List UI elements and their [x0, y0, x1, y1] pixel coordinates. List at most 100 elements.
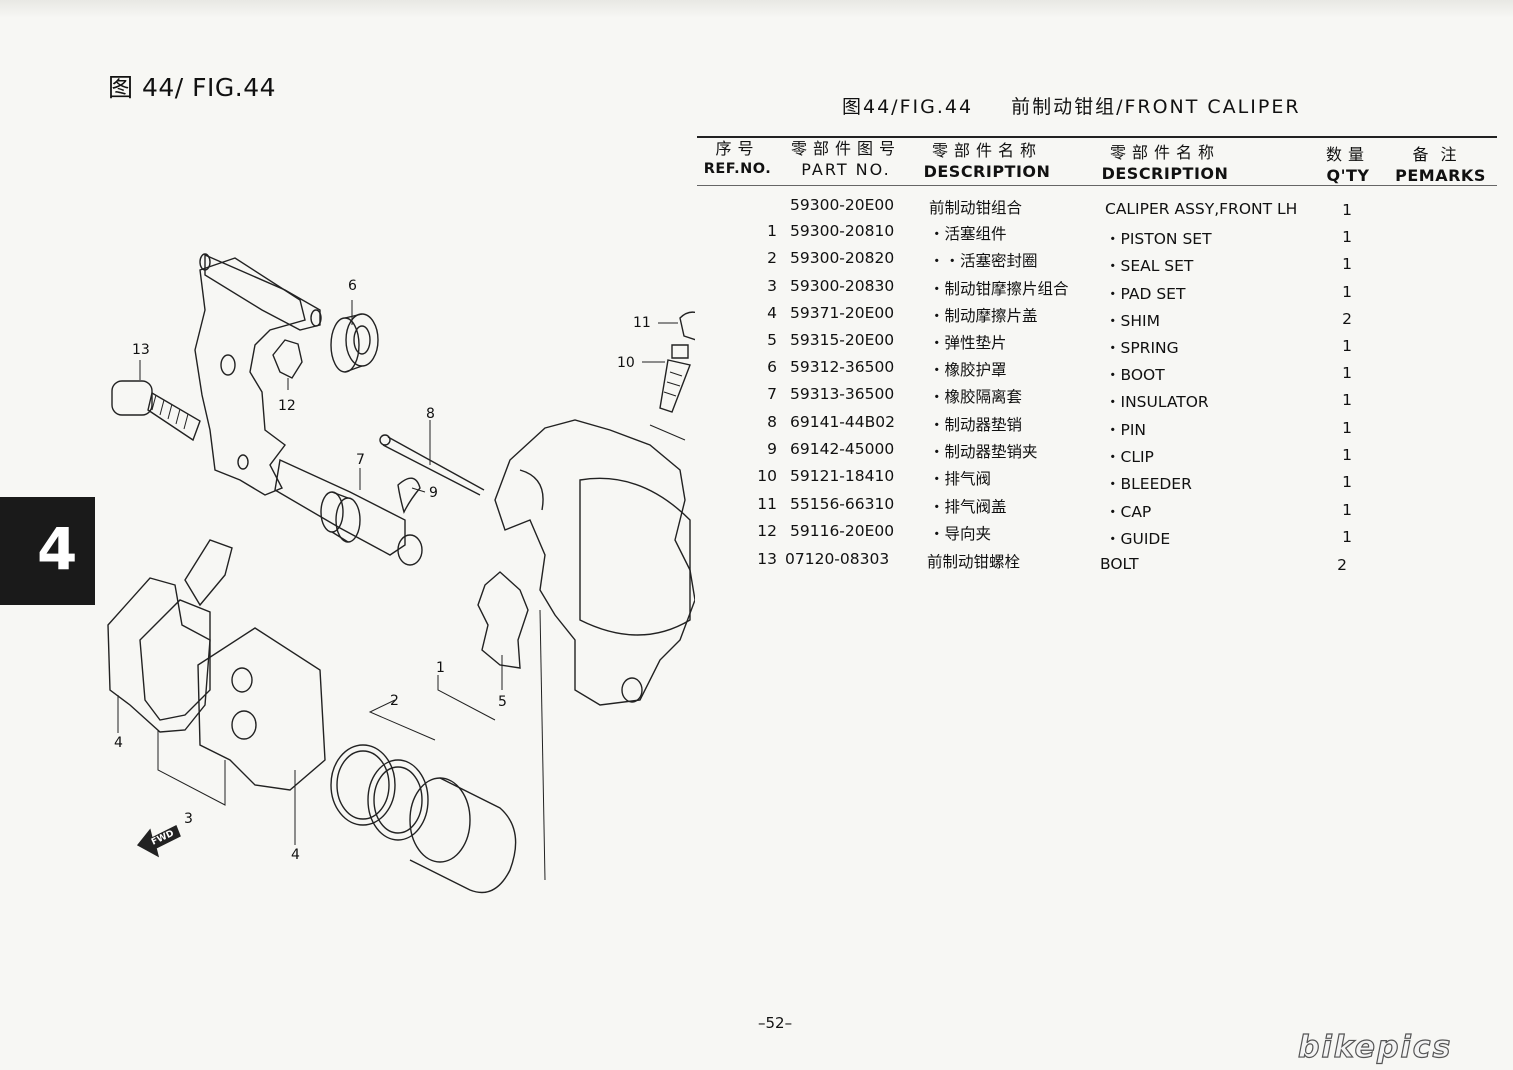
- ref-number: 5: [767, 331, 777, 349]
- figure-title-right: 图44/FIG.44 前制动钳组/FRONT CALIPER: [842, 92, 1301, 119]
- part-number: 59312-36500: [790, 358, 895, 376]
- ref-number: 1: [767, 222, 777, 240]
- part-number: 59300-20E00: [790, 196, 895, 214]
- header-desc-zh-en: DESCRIPTION: [923, 162, 1051, 181]
- table-row: 59300-20E00 前制动钳组合 CALIPER ASSY,FRONT LH…: [697, 196, 1497, 223]
- callout-label: 12: [278, 398, 296, 414]
- header-rule: [697, 136, 1497, 138]
- callout-numbers: 1 2 3 4 4 5 6 7 8 9 10 11 12 13: [114, 278, 651, 863]
- description-en: ・GUIDE: [1105, 530, 1171, 548]
- table-row: 8 69141-44B02 ・制动器垫销 ・PIN 1: [697, 413, 1497, 440]
- ref-number: 7: [767, 385, 777, 403]
- part-number: 59121-18410: [790, 467, 895, 485]
- watermark-logo: bikepics: [1297, 1029, 1453, 1065]
- quantity: 2: [1342, 310, 1352, 328]
- header-qty-zh: 数量: [1325, 145, 1370, 164]
- ref-number: 2: [767, 249, 777, 267]
- guide-clip-part: [272, 339, 303, 379]
- quantity: 1: [1342, 228, 1352, 246]
- section-number: 4: [37, 515, 78, 583]
- part-number: 59300-20820: [790, 249, 895, 267]
- part-number: 59300-20810: [790, 222, 895, 240]
- figure-name: 前制动钳组/FRONT CALIPER: [1011, 96, 1301, 118]
- description-en: ・SEAL SET: [1105, 257, 1194, 275]
- header-ref: 序号 REF.NO.: [700, 138, 775, 180]
- description-en: ・BOOT: [1105, 366, 1165, 384]
- part-number: 59116-20E00: [790, 522, 895, 540]
- description-en: ・PIN: [1105, 421, 1147, 439]
- part-number: 59300-20830: [790, 277, 895, 295]
- callout-label: 1: [436, 660, 445, 676]
- table-row: 12 59116-20E00 ・导向夹 ・GUIDE 1: [697, 522, 1497, 549]
- table-row: 7 59313-36500 ・橡胶隔离套 ・INSULATOR 1: [697, 385, 1497, 412]
- description-zh: ・制动器垫销: [929, 416, 1023, 434]
- description-en: ・SPRING: [1105, 339, 1179, 357]
- description-en: ・INSULATOR: [1105, 393, 1209, 411]
- header-qty: 数量 Q'TY: [1318, 144, 1378, 186]
- header-ref-zh: 序号: [715, 139, 760, 158]
- table-row: 6 59312-36500 ・橡胶护罩 ・BOOT 1: [697, 358, 1497, 385]
- figure-number: 图44/FIG.44: [842, 96, 974, 118]
- table-row: 9 69142-45000 ・制动器垫销夹 ・CLIP 1: [697, 440, 1497, 467]
- piston-part: [409, 777, 517, 894]
- callout-label: 8: [426, 406, 435, 422]
- header-ref-en: REF.NO.: [703, 161, 772, 177]
- seal-rings: [330, 744, 429, 841]
- header-desc-en-en: DESCRIPTION: [1101, 164, 1229, 183]
- ref-number: 4: [767, 304, 777, 322]
- table-row: 2 59300-20820 ・・活塞密封圈 ・SEAL SET 1: [697, 249, 1497, 276]
- header-part-en: PART NO.: [801, 160, 891, 179]
- callout-label: 9: [429, 485, 438, 501]
- table-row: 4 59371-20E00 ・制动摩擦片盖 ・SHIM 2: [697, 304, 1497, 331]
- description-en: ・SHIM: [1105, 312, 1160, 330]
- bolt-part: [111, 380, 201, 442]
- quantity: 2: [1337, 556, 1347, 574]
- description-zh: ・橡胶护罩: [929, 361, 1007, 379]
- description-zh: 前制动钳螺栓: [927, 553, 1021, 571]
- ref-number: 8: [767, 413, 777, 431]
- callout-label: 11: [633, 315, 651, 331]
- quantity: 1: [1342, 446, 1352, 464]
- table-row: 3 59300-20830 ・制动钳摩擦片组合 ・PAD SET 1: [697, 277, 1497, 304]
- header-desc-zh-zh: 零部件名称: [931, 141, 1042, 160]
- description-en: ・PAD SET: [1105, 285, 1186, 303]
- section-tab: 4: [0, 497, 95, 605]
- quantity: 1: [1342, 528, 1352, 546]
- part-number: 69142-45000: [790, 440, 895, 458]
- description-zh: ・橡胶隔离套: [929, 388, 1023, 406]
- callout-leaders: [117, 300, 686, 881]
- ref-number: 10: [757, 467, 777, 485]
- figure-title-left: 图 44/ FIG.44: [108, 73, 277, 102]
- table-row: 11 55156-66310 ・排气阀盖 ・CAP 1: [697, 495, 1497, 522]
- quantity: 1: [1342, 255, 1352, 273]
- description-en: ・CAP: [1105, 503, 1152, 521]
- header-remarks: 备注 PEMARKS: [1393, 144, 1488, 186]
- description-zh: ・・活塞密封圈: [929, 252, 1038, 270]
- bleeder-cap-part: [679, 311, 695, 341]
- callout-label: 13: [132, 342, 150, 358]
- quantity: 1: [1342, 201, 1352, 219]
- callout-label: 2: [390, 693, 399, 709]
- description-zh: ・排气阀: [929, 470, 992, 488]
- description-zh: ・弹性垫片: [929, 334, 1007, 352]
- description-en: ・BLEEDER: [1105, 475, 1192, 493]
- pin-clip-part: [397, 477, 421, 514]
- part-number: 55156-66310: [790, 495, 895, 513]
- pin-part: [379, 434, 485, 496]
- table-row: 1 59300-20810 ・活塞组件 ・PISTON SET 1: [697, 222, 1497, 249]
- table-row: 10 59121-18410 ・排气阀 ・BLEEDER 1: [697, 467, 1497, 494]
- description-zh: ・制动器垫销夹: [929, 443, 1038, 461]
- table-row: 5 59315-20E00 ・弹性垫片 ・SPRING 1: [697, 331, 1497, 358]
- description-zh: ・制动钳摩擦片组合: [929, 280, 1069, 298]
- callout-label: 4: [114, 735, 123, 751]
- callout-label: 6: [348, 278, 357, 294]
- spring-part: [477, 571, 529, 669]
- callout-label: 4: [291, 847, 300, 863]
- callout-label: 3: [184, 811, 193, 827]
- bleeder-part: [659, 344, 691, 413]
- subheader-rule: [697, 185, 1497, 186]
- insulator-part: [320, 491, 361, 543]
- description-en: ・PISTON SET: [1105, 230, 1212, 248]
- header-qty-en: Q'TY: [1326, 166, 1370, 185]
- header-part: 零部件图号 PART NO.: [786, 138, 906, 180]
